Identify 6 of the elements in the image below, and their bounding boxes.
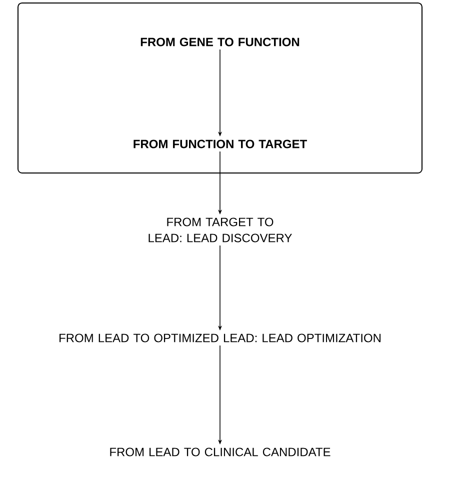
step-label: FROM GENE TO FUNCTION: [140, 38, 300, 46]
step-label: FROM FUNCTION TO TARGET: [134, 140, 307, 148]
step-label: FROM TARGET TO LEAD: LEAD DISCOVERY: [148, 218, 292, 242]
group-box: [18, 2, 422, 174]
step-label: FROM LEAD TO CLINICAL CANDIDATE: [110, 448, 330, 456]
step-label: FROM LEAD TO OPTIMIZED LEAD: LEAD OPTIMIZATION: [60, 334, 380, 342]
